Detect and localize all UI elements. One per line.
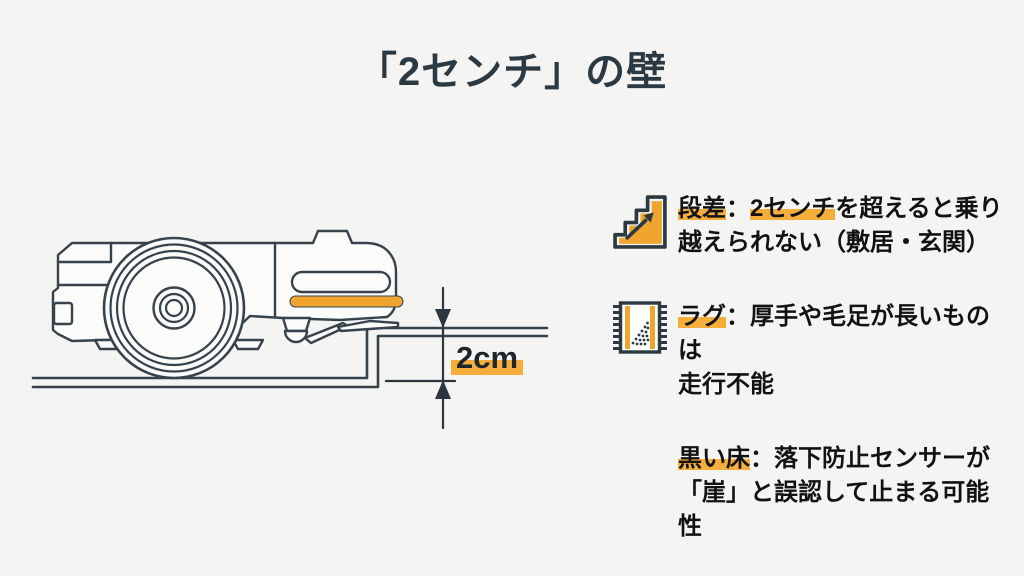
info-text-black-floor: 黒い床：落下防止センサーが 「崖」と誤認して止まる可能性 [678,442,1012,544]
stairs-icon [612,192,678,250]
floor-step-outline-outer [31,326,549,380]
robot-foot-right [231,338,265,351]
step-height-label: 2cm [451,340,524,378]
step-dimension [384,286,457,430]
robot-caster-wheel [283,329,309,344]
info-text-rug: ラグ：厚手や毛足が長いものは 走行不能 [678,300,1012,402]
text-segment: ：落下防止センサーが 「崖」と誤認して止まる可能性 [678,445,990,540]
info-item-step: 段差：2センチを超えると乗り 越えられない（敷居・玄関） [612,192,1012,260]
arrow-up-icon [435,380,451,399]
text-segment-highlight: 段差 [678,195,726,222]
text-segment: ：厚手や毛足が長いものは 走行不能 [678,303,990,398]
robot-step-diagram: 2cm [25,195,570,445]
floor-step-outline-inner [31,334,549,389]
robot-rear-port [52,301,74,326]
robot-front-lip [336,319,400,333]
text-segment-highlight: 2センチ [750,195,836,222]
robot-body-seams [56,241,277,318]
text-segment-highlight: ラグ [678,303,726,330]
robot-front-panel [290,270,392,294]
info-list: 段差：2センチを超えると乗り 越えられない（敷居・玄関） [612,192,1012,544]
text-segment: を超えると乗り 越えられない（敷居・玄関） [678,195,1003,256]
rug-icon [612,300,678,355]
text-segment: ： [726,195,750,222]
info-item-black-floor: 黒い床：落下防止センサーが 「崖」と誤認して止まる可能性 [612,442,1012,544]
robot-bumper-accent [289,295,404,308]
robot-wheel [102,236,246,380]
info-text-step: 段差：2センチを超えると乗り 越えられない（敷居・玄関） [678,192,1012,260]
arrow-down-icon [435,309,451,328]
info-item-rug: ラグ：厚手や毛足が長いものは 走行不能 [612,300,1012,402]
robot-caster-housing [281,316,312,333]
robot-vacuum-illustration [31,229,549,430]
text-segment-highlight: 黒い床 [678,445,750,472]
page-title: 「2センチ」の壁 [356,50,668,94]
